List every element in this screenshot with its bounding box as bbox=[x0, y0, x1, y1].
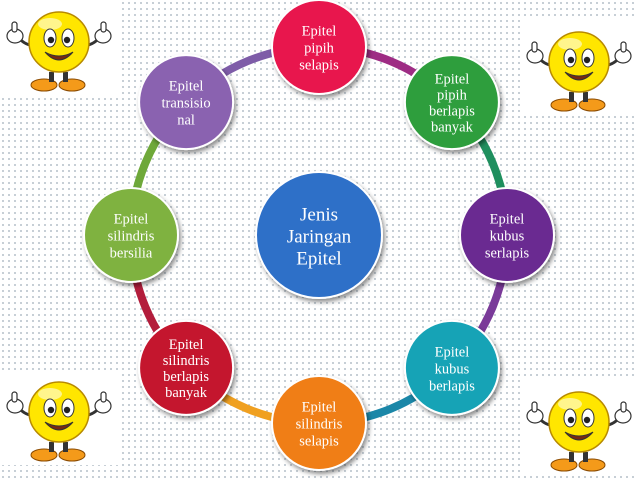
node-circle bbox=[271, 375, 367, 471]
node-circle bbox=[138, 319, 235, 416]
thumbs-up-smiley-icon bbox=[526, 31, 632, 112]
node-circle bbox=[138, 54, 235, 151]
smiley-bottom-right bbox=[520, 380, 638, 475]
thumbs-up-smiley-icon bbox=[6, 11, 112, 92]
smiley-bottom-left bbox=[0, 370, 118, 465]
node-circle bbox=[403, 54, 500, 151]
thumbs-up-smiley-icon bbox=[526, 391, 632, 472]
node-circle bbox=[271, 0, 367, 95]
smiley-top-right bbox=[520, 20, 638, 115]
node-circle bbox=[83, 187, 179, 283]
thumbs-up-smiley-icon bbox=[6, 381, 112, 462]
center-circle bbox=[255, 171, 383, 299]
smiley-top-left bbox=[0, 0, 118, 95]
node-circle bbox=[459, 187, 555, 283]
node-circle bbox=[403, 319, 500, 416]
